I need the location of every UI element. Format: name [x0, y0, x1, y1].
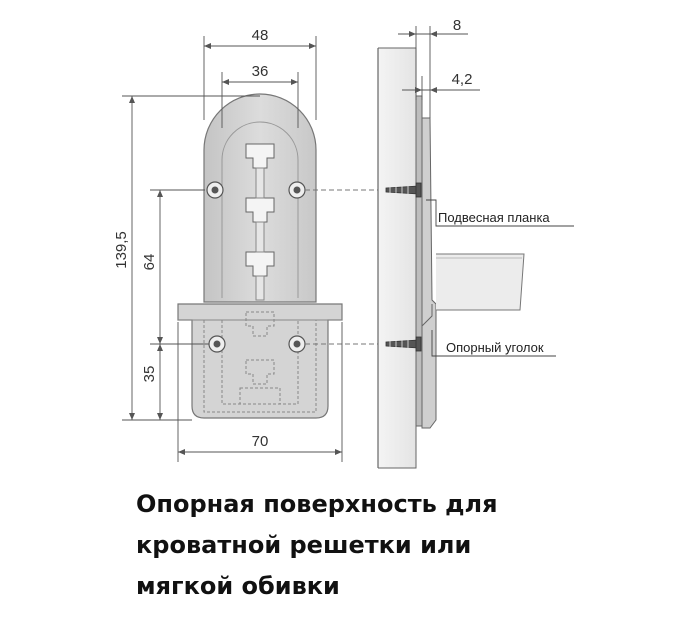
- hidden-contour: [203, 311, 317, 413]
- upper-screw-holes: [206, 181, 306, 199]
- dimension-height-total: 139,5: [113, 231, 130, 269]
- caption-line-1: Опорная поверхность для: [136, 490, 498, 518]
- side-support-cup: [421, 117, 437, 429]
- callout-leaders: [426, 199, 574, 357]
- front-view: [177, 93, 343, 419]
- caption: Опорная поверхность для кроватной решетк…: [136, 484, 656, 607]
- screws: [385, 182, 422, 352]
- lower-screw-holes: [208, 335, 306, 353]
- dimension-height-mid: 64: [141, 254, 158, 271]
- dimension-side-depth: 8: [453, 17, 461, 34]
- keyhole-slots: [245, 143, 275, 301]
- side-hanging-strip: [415, 95, 423, 427]
- support-cup: [177, 303, 343, 419]
- dimension-width-base: 70: [252, 433, 269, 450]
- callout-support-angle: Опорный уголок: [446, 340, 544, 355]
- alignment-lines: [305, 189, 378, 345]
- front-dimension-arrows: [129, 43, 342, 455]
- dimension-side-thickness: 4,2: [452, 71, 473, 88]
- front-dimensions: [122, 36, 343, 462]
- technical-drawing: 48 36 139,5 64 35 70: [113, 17, 574, 469]
- side-dimension-arrows: [409, 31, 437, 93]
- caption-line-3: мягкой обивки: [136, 572, 340, 600]
- dimension-height-low: 35: [141, 366, 158, 383]
- callout-hanging-strip: Подвесная планка: [438, 210, 550, 225]
- plate-recess: [221, 121, 299, 298]
- bed-slat: [436, 253, 525, 311]
- wall-section: [378, 47, 417, 469]
- dimension-width-outer: 48: [252, 27, 269, 44]
- caption-line-2: кроватной решетки или: [136, 531, 472, 559]
- side-view: [377, 47, 525, 469]
- dimension-width-inner: 36: [252, 63, 269, 80]
